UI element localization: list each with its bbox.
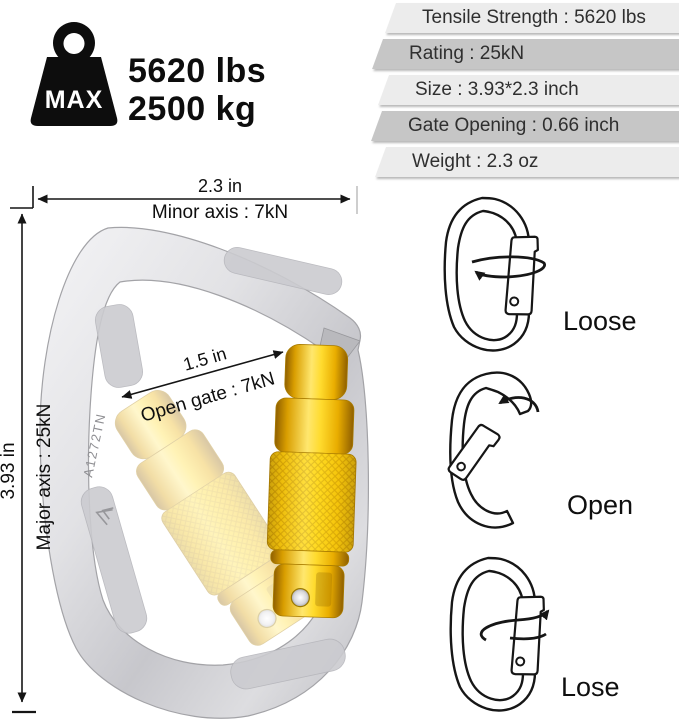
spec-banner-rating: Rating : 25kN bbox=[372, 39, 679, 69]
max-weight-icon: MAX bbox=[30, 22, 118, 126]
max-weight-block: MAX 5620 lbs 2500 kg bbox=[0, 0, 370, 150]
spec-banner-size: Size : 3.93*2.3 inch bbox=[378, 75, 679, 105]
mountain-logo-icon bbox=[95, 507, 114, 526]
open-carabiner-icon bbox=[447, 371, 540, 529]
spec-banner-label: Size : 3.93*2.3 inch bbox=[415, 79, 579, 100]
height-label: 3.93 in bbox=[0, 442, 19, 500]
spec-banner-label: Gate Opening : 0.66 inch bbox=[408, 115, 620, 136]
max-weight-lbs: 5620 lbs bbox=[128, 52, 267, 90]
spec-banner-tensile-strength: Tensile Strength : 5620 lbs bbox=[385, 3, 679, 33]
minor-axis-label: Minor axis : 7kN bbox=[151, 202, 289, 223]
spec-banner-weight: Weight : 2.3 oz bbox=[375, 147, 679, 177]
max-weight-kg: 2500 kg bbox=[128, 90, 257, 128]
spec-banner-label: Weight : 2.3 oz bbox=[412, 151, 539, 172]
dim-corner-bracket bbox=[10, 186, 34, 209]
major-axis-label: Major axis : 25kN bbox=[34, 403, 55, 551]
max-label: MAX bbox=[45, 86, 104, 114]
width-label: 2.3 in bbox=[197, 176, 243, 196]
spec-banner-label: Tensile Strength : 5620 lbs bbox=[422, 7, 646, 28]
spec-banner-gate-opening: Gate Opening : 0.66 inch bbox=[371, 111, 679, 141]
spec-banner-label: Rating : 25kN bbox=[409, 43, 525, 64]
lose-label: Lose bbox=[561, 672, 620, 702]
carabiner-photo-illustration: A1272TN bbox=[39, 226, 370, 719]
lose-carabiner-icon bbox=[449, 556, 550, 712]
loose-carabiner-icon bbox=[443, 196, 546, 352]
loose-label: Loose bbox=[563, 306, 637, 336]
open-label: Open bbox=[567, 490, 634, 520]
